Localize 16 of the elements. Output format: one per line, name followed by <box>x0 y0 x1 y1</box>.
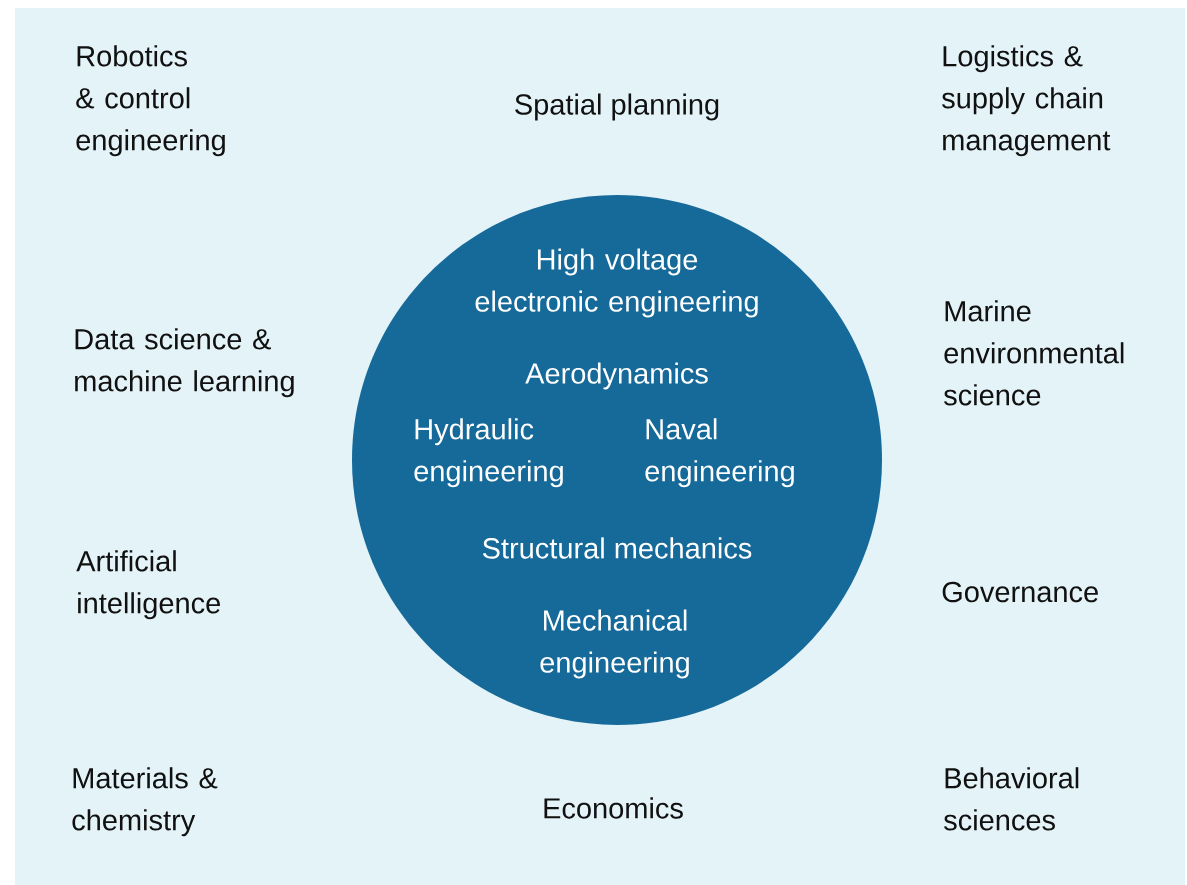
topic-label: Robotics & control engineering <box>76 45 225 157</box>
topic-label: Data science & machine learning <box>75 328 294 398</box>
topic-label: Economics <box>544 797 683 819</box>
topic-label: Artificial intelligence <box>76 550 220 620</box>
field-label: Naval engineering <box>645 418 794 488</box>
topic-label: Logistics & supply chain management <box>942 45 1111 157</box>
topic-label: Marine environmental science <box>944 300 1124 406</box>
topic-label: Spatial planning <box>515 93 719 121</box>
topic-label: Materials & chemistry <box>72 767 218 837</box>
field-label: High voltage electronic engineering <box>475 248 758 318</box>
field-label: Mechanical engineering <box>540 609 689 679</box>
topic-label: Governance <box>942 581 1098 603</box>
field-label: Hydraulic engineering <box>414 418 563 488</box>
field-label: Structural mechanics <box>482 537 752 559</box>
topic-label: Behavioral sciences <box>944 767 1079 831</box>
field-label: Aerodynamics <box>525 362 708 390</box>
